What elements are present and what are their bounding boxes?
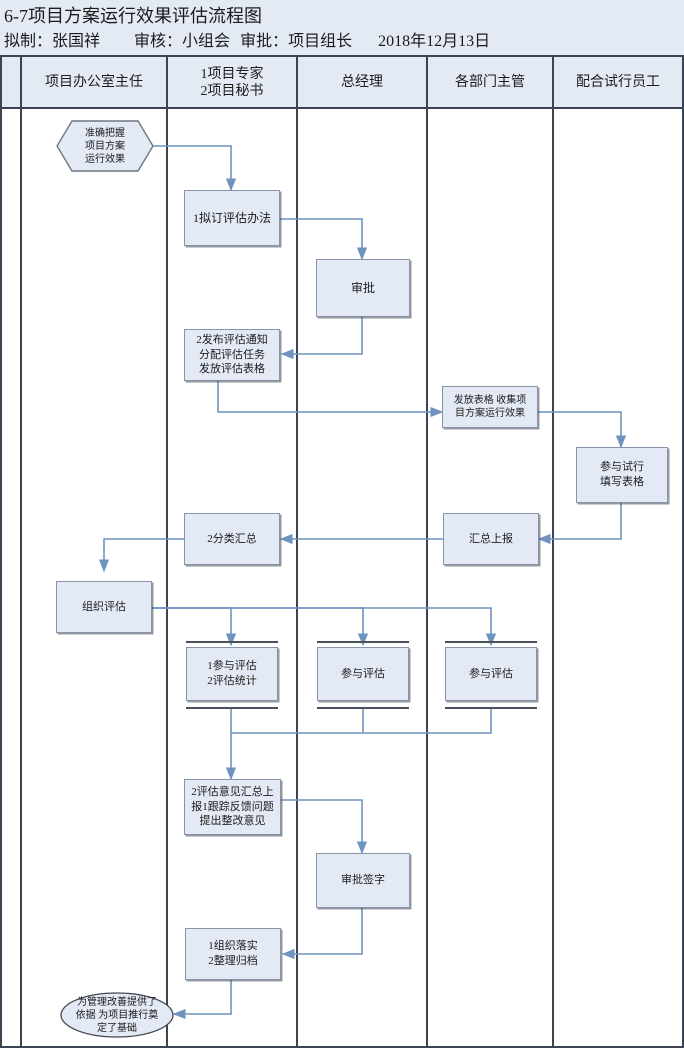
node-participate-trial-fill-form[interactable]: 参与试行填写表格 <box>576 447 668 503</box>
node-start-hexagon-label: 准确把握项目方案运行效果 <box>85 127 125 165</box>
lane-divider <box>166 109 168 1046</box>
lane-divider <box>552 109 554 1046</box>
node-summarize-report-up[interactable]: 汇总上报 <box>443 513 539 565</box>
connector-organize-to-eval-dept <box>151 607 497 647</box>
lane-divider <box>426 109 428 1046</box>
reviewed-label: 审核： <box>134 33 183 50</box>
connector-signature-to-implement <box>281 908 363 960</box>
connector-draft-to-approve <box>280 218 368 261</box>
lane-divider <box>20 57 22 109</box>
node-end-ellipse-label: 为管理改善提供了依据 为项目推行奠定了基础 <box>75 996 159 1034</box>
node-draft-evaluation-method[interactable]: 1拟订评估办法 <box>184 190 280 246</box>
frame-border-right <box>682 57 684 1048</box>
title-band: 6-7项目方案运行效果评估流程图 拟制： 张国祥 审核： 小组会 审批： 项目组… <box>0 0 684 57</box>
node-participate-evaluation-dept[interactable]: 参与评估 <box>445 647 537 701</box>
prepared-by: 张国祥 <box>52 33 101 50</box>
node-participate-evaluation-gm[interactable]: 参与评估 <box>317 647 409 701</box>
document-date: 2018年12月13日 <box>378 33 491 50</box>
connector-publish-to-distribute <box>217 380 444 418</box>
frame-border-left <box>0 57 2 1048</box>
node-end-ellipse[interactable]: 为管理改善提供了依据 为项目推行奠定了基础 <box>60 992 174 1038</box>
node-distribute-collect-forms[interactable]: 发放表格 收集项目方案运行效果 <box>442 386 538 428</box>
node-start-hexagon[interactable]: 准确把握项目方案运行效果 <box>56 120 154 172</box>
node-approve[interactable]: 审批 <box>316 259 410 317</box>
connector-implement-to-end <box>172 972 232 1020</box>
lane-body <box>0 109 684 1048</box>
reviewed-by: 小组会 <box>182 33 231 50</box>
connector-classify-to-organize <box>98 538 184 573</box>
connector-trial-to-summarize <box>537 502 622 545</box>
document-meta-row: 拟制： 张国祥 审核： 小组会 审批： 项目组长 2018年12月13日 <box>4 27 490 51</box>
connector-opinion-to-signature <box>281 799 368 855</box>
lane-divider <box>426 57 428 109</box>
join-bar-gm <box>317 707 409 709</box>
approved-by: 项目组长 <box>288 33 353 50</box>
fork-bar-expert <box>186 641 278 643</box>
lane-divider <box>296 57 298 109</box>
page-title: 6-7项目方案运行效果评估流程图 <box>4 6 262 26</box>
connector-start-to-draft <box>152 145 237 192</box>
lane-divider <box>552 57 554 109</box>
connector-eval-dept-to-opinion <box>225 707 492 781</box>
connector-distribute-to-trial <box>537 411 627 449</box>
prepared-label: 拟制： <box>4 33 53 50</box>
node-publish-evaluation-notice[interactable]: 2发布评估通知分配评估任务发放评估表格 <box>184 329 280 381</box>
lane-header-project-office-director: 项目办公室主任 <box>45 75 143 91</box>
lane-header-trial-staff: 配合试行员工 <box>576 75 660 91</box>
node-organize-evaluation[interactable]: 组织评估 <box>56 581 152 633</box>
lane-header-general-manager: 总经理 <box>341 75 383 91</box>
fork-bar-gm <box>317 641 409 643</box>
node-classify-summary[interactable]: 2分类汇总 <box>184 513 280 565</box>
lane-divider <box>296 109 298 1046</box>
approved-label: 审批： <box>240 33 289 50</box>
connector-approve-to-publish <box>280 317 363 360</box>
lane-header-department-heads: 各部门主管 <box>455 75 525 91</box>
lane-divider <box>20 109 22 1046</box>
join-bar-dept <box>445 707 537 709</box>
fork-bar-dept <box>445 641 537 643</box>
node-evaluation-opinion-summary[interactable]: 2评估意见汇总上报1跟踪反馈问题提出整改意见 <box>184 779 281 835</box>
join-bar-expert <box>186 707 278 709</box>
lane-divider <box>166 57 168 109</box>
node-approval-signature[interactable]: 审批签字 <box>316 853 410 908</box>
